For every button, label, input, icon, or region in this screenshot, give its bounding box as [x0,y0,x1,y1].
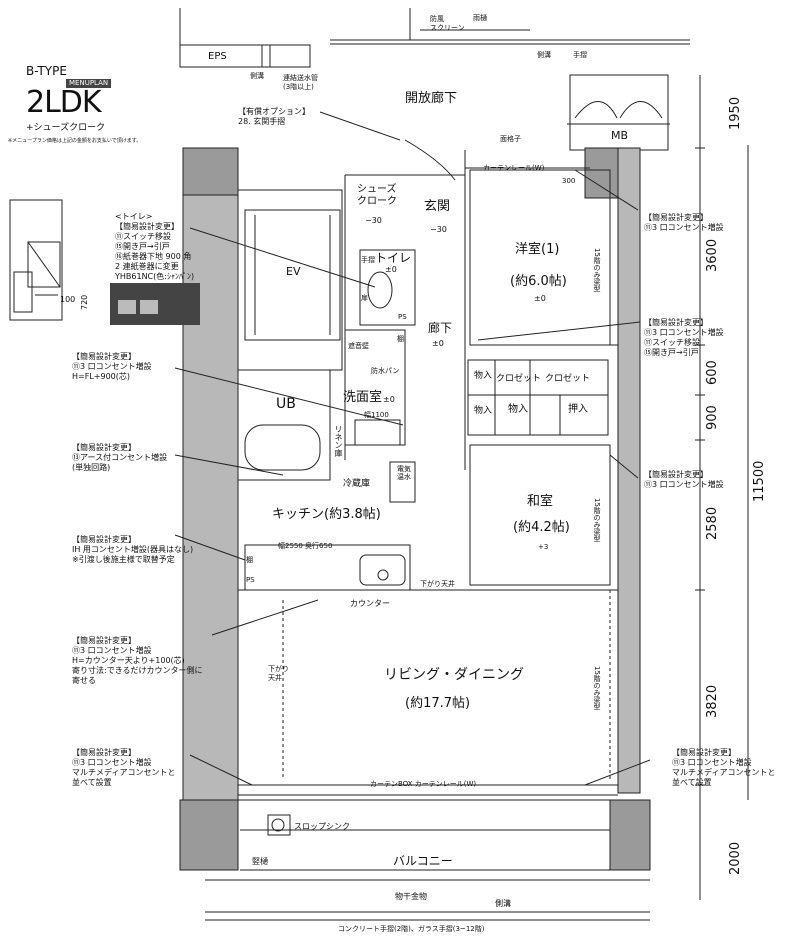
kitchen-label: キッチン(約3.8帖) [272,507,381,522]
sound-wall-label: 遮音壁 [348,342,369,350]
kitchen-size-label: 幅2550 奥行650 [278,542,333,550]
closet-label-1: クロゼット [496,374,542,384]
side-gutter-label-1: 側溝 [250,72,264,80]
note-multimedia-right: 【簡易設計変更】 ⑪3 口コンセント増設 マルチメディアコンセントと 並べて設置 [672,748,776,787]
note-outlet-1: 【簡易設計変更】 ⑪3 口コンセント増設 H=FL+900(芯) [72,352,152,381]
water-heater-label: 電気 温水 [397,465,411,481]
open-corridor-label: 開放廊下 [405,91,458,106]
fridge-label: 冷蔵庫 [343,479,371,489]
beam-note-3: 15階のみ梁型 [593,666,601,710]
eps-label: EPS [208,51,227,62]
minus30-a: −30 [365,216,382,225]
ps-label-1: PS [398,313,407,321]
washitsu-label: 和室 [527,494,554,509]
genkan-label: 玄関 [424,199,451,214]
western-level: ±0 [534,294,546,303]
dim-600: 600 [705,360,720,385]
layout-subtitle: +シューズクローク [26,123,106,133]
door-label: 扉 [361,294,368,302]
handrail-small-label: 手摺 [361,256,375,264]
dim-2000: 2000 [728,841,743,875]
dim-3600: 3600 [705,238,720,272]
type-label: B-TYPE [26,64,67,78]
note-western-outlet: 【簡易設計変更】 ⑪3 口コンセント増設 [644,213,724,232]
lowered-ceiling-label-1: 下がり天井 [420,580,455,588]
toilet-level: ±0 [385,265,397,274]
waterproof-pan-label: 防水パン [371,367,400,375]
washroom-label: 洗面室 [343,390,383,405]
note-outlet-2: 【簡易設計変更】 ⑬アース付コンセント増設 (単独回路) [72,443,168,472]
ev-label: EV [286,265,301,278]
living-label: リビング・ダイニング [384,667,524,683]
option-note: 【有償オプション】 28. 玄関手摺 [238,107,310,126]
dim-300: 300 [562,177,576,185]
dim-11500: 11500 [752,460,767,502]
drying-hardware-label: 物干金物 [395,892,427,901]
washroom-level: ±0 [383,395,395,404]
beam-note-1: 15階のみ梁型 [593,248,601,292]
dim-900: 900 [705,405,720,430]
storage-label-2: 物入 [474,406,493,416]
width-1100-label: 幅1100 [364,411,389,419]
curtain-rail-top-label: カーテンレール(W) [483,164,545,172]
minus30-b: −30 [430,225,447,234]
counter-label: カウンター [350,599,390,608]
handrail-label: 手摺 [573,51,587,59]
ub-label: UB [276,396,296,412]
linen-label: リネン庫 [334,425,343,457]
side-gutter-label-3: 側溝 [495,899,511,908]
oshiire-label: 押入 [568,404,588,415]
dim-100: 100 [60,295,76,304]
dim-3820: 3820 [705,684,720,718]
plus3-label: +3 [538,543,549,551]
eps-box [179,44,271,68]
note-washitsu-outlet: 【簡易設計変更】 ⑪3 口コンセント増設 [644,470,724,489]
concrete-railing-label: コンクリート手摺(2階)、ガラス手摺(3~12階) [338,925,485,933]
standpipe-label: 連結送水管 (3階以上) [283,74,318,91]
closet-label-2: クロゼット [545,374,591,384]
corridor-level: ±0 [432,339,444,348]
washitsu-size: (約4.2帖) [513,520,570,535]
shelf-label-1: 棚 [397,335,404,343]
header-note: ※メニュープラン価格は上記の金額をお支払いで頂けます。 [8,138,142,144]
ps-label-2: PS [246,576,255,584]
note-ih-outlet: 【簡易設計変更】 IH 用コンセント増設(器具はなし) ※引渡し後施主様で取替予… [72,535,194,564]
downspout-label: 竪樋 [252,857,268,866]
lowered-ceiling-label-2: 下がり 天井 [268,665,289,682]
western-room-label: 洋室(1) [515,242,560,257]
curtain-box-label: カーテンBOX カーテンレール(W) [370,780,477,788]
shelf-label-2: 棚 [246,556,253,564]
storage-label-3: 物入 [508,404,528,415]
side-gutter-label-2: 側溝 [537,51,551,59]
dim-720: 720 [80,294,89,310]
living-size: (約17.7帖) [405,696,471,711]
mb-label: MB [611,129,629,142]
note-corridor-changes: 【簡易設計変更】 ⑪3 口コンセント増設 ⑪スイッチ移設 ⑮開き戸→引戸 [644,318,724,357]
dim-1950: 1950 [728,96,743,130]
rain-gutter-label: 雨樋 [473,14,487,22]
layout-title: 2LDK [26,85,102,120]
shoes-cloak-label: シューズ クローク [357,184,397,207]
toilet-label: トイレ [375,251,412,265]
note-counter-outlet: 【簡易設計変更】 ⑪3 口コンセント増設 H=カウンター天より+100(芯) 寄… [72,636,203,685]
note-multimedia-left: 【簡易設計変更】 ⑪3 口コンセント増設 マルチメディアコンセントと 並べて設置 [72,748,176,787]
wind-screen-label: 防風 スクリーン [430,15,465,32]
toilet-note: <トイレ> 【簡易設計変更】 ⑪スイッチ移設 ⑮開き戸→引戸 ⑯紙巻器下地 90… [115,212,195,281]
dim-2580: 2580 [705,506,720,540]
corridor-label: 廊下 [428,321,453,335]
menu-plan-badge: MENUPLAN [66,79,112,88]
lattice-label: 面格子 [500,135,521,143]
beam-note-2: 15階のみ梁型 [593,498,601,542]
balcony-label: バルコニー [393,854,453,868]
storage-label-1: 物入 [474,371,493,381]
western-room-size: (約6.0帖) [510,274,567,289]
slop-sink-label: スロップシンク [294,822,350,831]
